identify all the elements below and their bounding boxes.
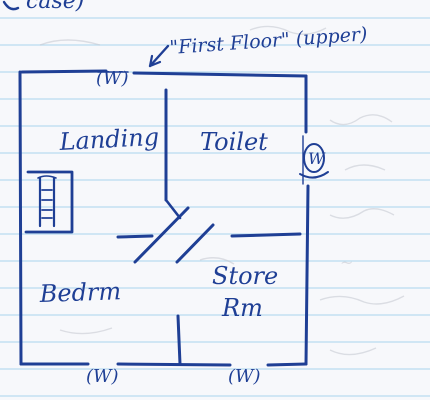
top-fragment-stroke [2,0,20,11]
room-label-bedroom: Bedrm [38,277,121,308]
room-label-toilet: Toilet [200,128,268,156]
window-label-top: (W) [96,68,129,89]
bedroom-door [133,206,190,264]
staircase-icon [24,170,74,234]
interior-walls [116,88,302,366]
room-label-room: Rm [221,294,263,322]
svg-text:W: W [308,149,326,168]
plan-heading: "First Floor" (upper) [169,23,368,59]
door-swings [133,206,215,264]
outer-walls [18,69,310,367]
bleed-through-scribbles [39,25,405,356]
window-label-bottom-left: (W) [86,366,119,387]
heading-pointer-arrowhead [148,54,162,68]
bleed-text-1: ~ [340,253,353,272]
window-label-bottom-right: (W) [228,366,261,387]
heading-pointer-arrow [148,44,170,68]
room-label-store: Store [212,262,278,290]
window-label-right: W [299,143,329,179]
top-text-fragment: case) [26,0,84,14]
room-label-landing: Landing [58,123,160,156]
store-room-door [175,223,215,264]
